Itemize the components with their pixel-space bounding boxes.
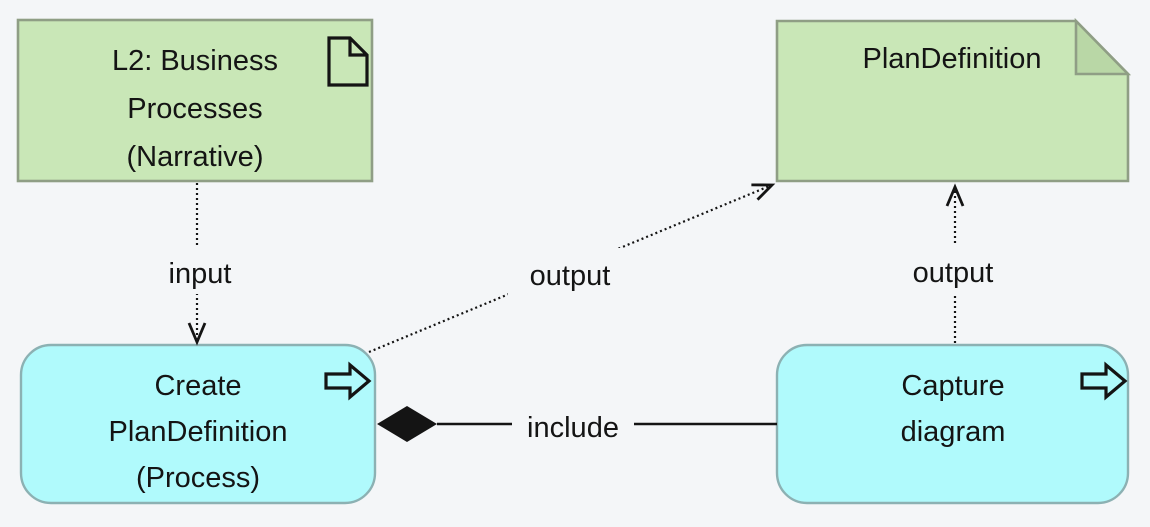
connection-output-right[interactable]: output	[896, 183, 1012, 343]
process-arrow-icon	[1080, 361, 1128, 401]
business-processes-label-line2: Processes	[127, 93, 262, 125]
folded-corner-icon	[1074, 17, 1132, 76]
output-right-label-background	[896, 246, 1012, 294]
document-icon	[327, 36, 369, 87]
connection-output-left[interactable]: output	[368, 183, 776, 354]
output-left-label-background	[508, 248, 632, 296]
capture-diagram-label-line2: diagram	[901, 416, 1006, 448]
connection-input[interactable]: input	[156, 183, 242, 346]
include-label: include	[527, 412, 619, 444]
capture-diagram-label-line1: Capture	[901, 370, 1004, 402]
node-business-processes[interactable]: L2: Business Processes (Narrative)	[16, 18, 374, 183]
node-plan-definition[interactable]: PlanDefinition	[775, 17, 1132, 183]
create-plan-definition-label-line1: Create	[154, 370, 241, 402]
process-arrow-icon	[324, 361, 372, 401]
composition-diamond-icon	[377, 406, 437, 442]
plan-definition-label: PlanDefinition	[863, 43, 1042, 75]
business-processes-label-line1: L2: Business	[112, 45, 278, 77]
business-processes-shape	[16, 18, 374, 183]
input-label-background	[156, 248, 242, 294]
input-label: input	[169, 258, 232, 290]
plan-definition-shape	[775, 19, 1130, 183]
create-plan-definition-label-line3: (Process)	[136, 462, 260, 494]
output-left-label: output	[530, 260, 611, 292]
node-create-plan-definition[interactable]: Create PlanDefinition (Process)	[19, 343, 377, 505]
business-processes-label-line3: (Narrative)	[127, 141, 264, 173]
node-capture-diagram[interactable]: Capture diagram	[775, 343, 1130, 505]
include-label-background	[512, 404, 634, 444]
connection-include[interactable]: include	[377, 404, 777, 444]
output-right-label: output	[913, 257, 994, 289]
create-plan-definition-label-line2: PlanDefinition	[109, 416, 288, 448]
